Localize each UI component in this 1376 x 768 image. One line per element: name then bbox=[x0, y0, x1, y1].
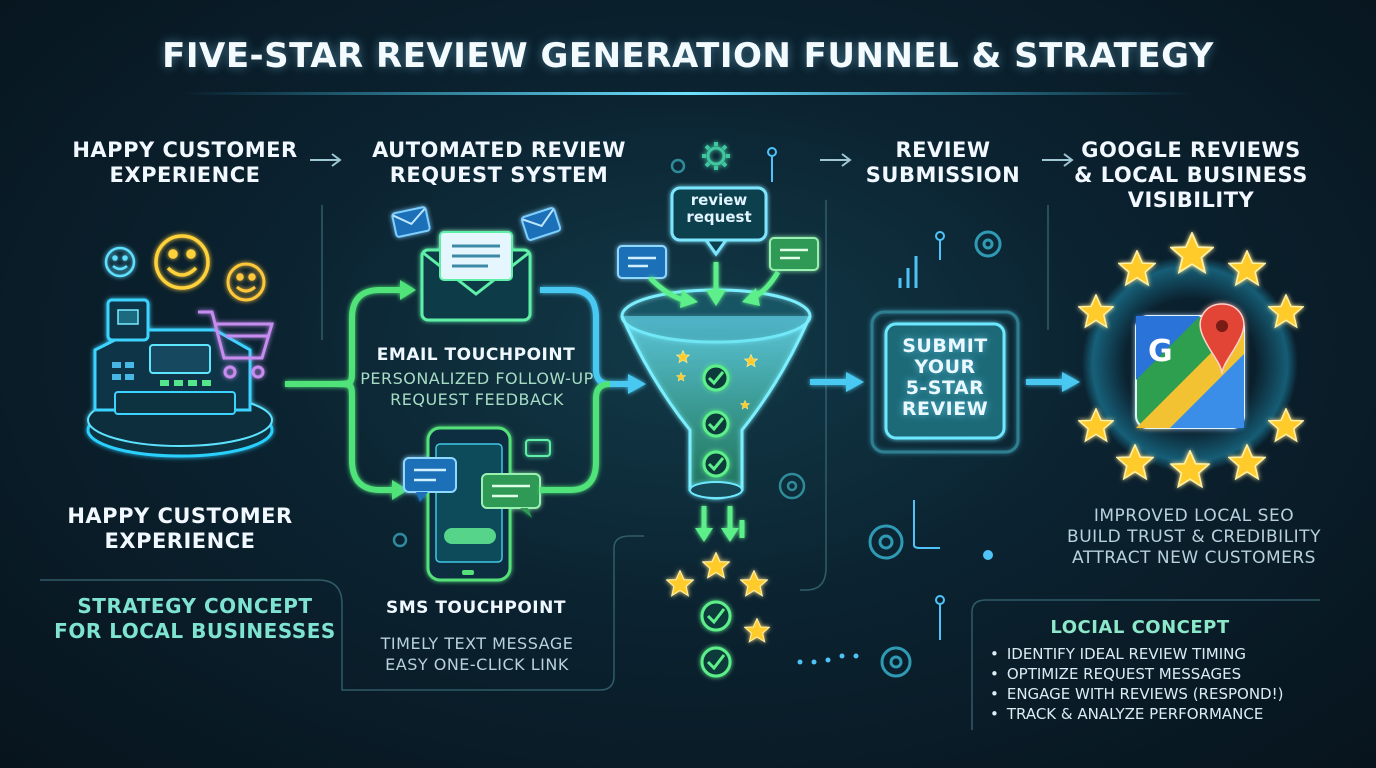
stage4-header-line2: & LOCAL BUSINESS bbox=[1074, 163, 1308, 187]
smiley-icon-medium bbox=[226, 262, 266, 302]
funnel-checkmarks bbox=[702, 364, 730, 478]
arrow-to-funnel bbox=[540, 287, 646, 493]
funnel-output-arrows bbox=[695, 506, 745, 542]
email-touchpoint-title: EMAIL TOUCHPOINT bbox=[376, 345, 576, 365]
email-detail-line2: REQUEST FEEDBACK bbox=[390, 390, 564, 409]
review-request-label: review request bbox=[678, 192, 760, 226]
stage3-header-line2: SUBMISSION bbox=[865, 163, 1021, 187]
concept-item-track: TRACK & ANALYZE PERFORMANCE bbox=[990, 704, 1283, 724]
concept-title: LOCIAL CONCEPT bbox=[1050, 617, 1230, 638]
stage1-caption: HAPPY CUSTOMER EXPERIENCE bbox=[55, 504, 305, 554]
stage2-header-line1: AUTOMATED REVIEW bbox=[372, 138, 626, 162]
decorative-dots bbox=[767, 147, 993, 640]
review-request-line2: request bbox=[686, 208, 752, 226]
column-dividers bbox=[40, 200, 1320, 730]
gear-icon-small bbox=[392, 158, 806, 548]
funnel-inflow-arrows bbox=[648, 262, 781, 308]
concept-item-messages: OPTIMIZE REQUEST MESSAGES bbox=[990, 664, 1283, 684]
stage1-header-line2: EXPERIENCE bbox=[109, 163, 261, 187]
arrow-to-submission bbox=[810, 372, 864, 392]
cash-register-icon bbox=[86, 298, 274, 458]
page-title: FIVE-STAR REVIEW GENERATION FUNNEL & STR… bbox=[162, 36, 1214, 76]
email-icon bbox=[420, 231, 532, 322]
shopping-cart-icon bbox=[198, 310, 275, 379]
benefit-customers: ATTRACT NEW CUSTOMERS bbox=[1072, 548, 1316, 568]
smiley-icon-large bbox=[154, 234, 210, 290]
envelope-icon-right bbox=[520, 207, 562, 241]
strategy-concept-line2: FOR LOCAL BUSINESSES bbox=[54, 619, 336, 643]
submit-line1: SUBMIT bbox=[902, 335, 988, 357]
benefits-list: IMPROVED LOCAL SEO BUILD TRUST & CREDIBI… bbox=[1056, 506, 1332, 569]
email-touchpoint-detail: PERSONALIZED FOLLOW-UP REQUEST FEEDBACK bbox=[354, 368, 600, 410]
title-underline bbox=[180, 92, 1196, 95]
concept-item-engage: ENGAGE WITH REVIEWS (RESPOND!) bbox=[990, 684, 1284, 704]
stage4-header-line3: VISIBILITY bbox=[1127, 188, 1255, 212]
submit-line2: YOUR bbox=[914, 356, 976, 378]
stage3-header-line1: REVIEW bbox=[895, 138, 991, 162]
sms-detail-line2: EASY ONE-CLICK LINK bbox=[385, 655, 569, 674]
stage4-header-line1: GOOGLE REVIEWS bbox=[1081, 138, 1301, 162]
stage2-header: AUTOMATED REVIEW REQUEST SYSTEM bbox=[368, 138, 630, 188]
sms-touchpoint-title: SMS TOUCHPOINT bbox=[386, 598, 566, 618]
benefit-trust: BUILD TRUST & CREDIBILITY bbox=[1067, 527, 1321, 547]
header-arrows bbox=[310, 153, 1074, 167]
stage1-header: HAPPY CUSTOMER EXPERIENCE bbox=[60, 138, 310, 188]
sms-touchpoint-detail: TIMELY TEXT MESSAGE EASY ONE-CLICK LINK bbox=[354, 633, 600, 675]
gear-icon bbox=[702, 142, 730, 170]
stage2-header-line2: REQUEST SYSTEM bbox=[389, 163, 609, 187]
chat-bubble-right bbox=[769, 237, 819, 271]
benefit-seo: IMPROVED LOCAL SEO bbox=[1093, 506, 1295, 526]
envelope-icon-left bbox=[391, 206, 431, 238]
submit-review-button: SUBMIT YOUR 5-STAR REVIEW bbox=[886, 336, 1004, 420]
stage1-header-line1: HAPPY CUSTOMER bbox=[72, 138, 298, 162]
review-request-bubble bbox=[670, 186, 768, 257]
stage1-caption-line1: HAPPY CUSTOMER bbox=[67, 504, 293, 528]
google-maps-icon bbox=[1135, 303, 1245, 429]
sms-detail-line1: TIMELY TEXT MESSAGE bbox=[380, 634, 574, 653]
mini-bar-chart bbox=[898, 256, 918, 288]
gear-icon-stage3 bbox=[868, 230, 1002, 678]
stage3-header: REVIEW SUBMISSION bbox=[858, 138, 1028, 188]
stage4-header: GOOGLE REVIEWS & LOCAL BUSINESS VISIBILI… bbox=[1066, 138, 1316, 213]
arrow-to-request-system bbox=[285, 280, 416, 500]
arrow-to-google bbox=[1026, 372, 1080, 392]
strategy-concept-label: STRATEGY CONCEPT FOR LOCAL BUSINESSES bbox=[40, 594, 350, 644]
submit-review-card bbox=[870, 310, 1020, 454]
concept-item-timing: IDENTIFY IDEAL REVIEW TIMING bbox=[990, 644, 1283, 664]
email-detail-line1: PERSONALIZED FOLLOW-UP bbox=[360, 369, 594, 388]
review-request-line1: review bbox=[690, 191, 748, 209]
output-checkmarks bbox=[700, 600, 732, 678]
funnel-icon bbox=[620, 288, 812, 500]
strategy-concept-line1: STRATEGY CONCEPT bbox=[77, 594, 313, 618]
submit-line3: 5-STAR bbox=[905, 377, 985, 399]
submit-line4: REVIEW bbox=[901, 398, 989, 420]
chat-bubble-left bbox=[617, 245, 667, 279]
stage1-caption-line2: EXPERIENCE bbox=[104, 529, 256, 553]
smartphone-icon bbox=[403, 426, 551, 582]
concept-list: IDENTIFY IDEAL REVIEW TIMING OPTIMIZE RE… bbox=[990, 644, 1284, 724]
smiley-icon-small bbox=[104, 246, 136, 278]
google-g-letter: G bbox=[1148, 334, 1173, 369]
dotted-connector bbox=[797, 653, 859, 665]
